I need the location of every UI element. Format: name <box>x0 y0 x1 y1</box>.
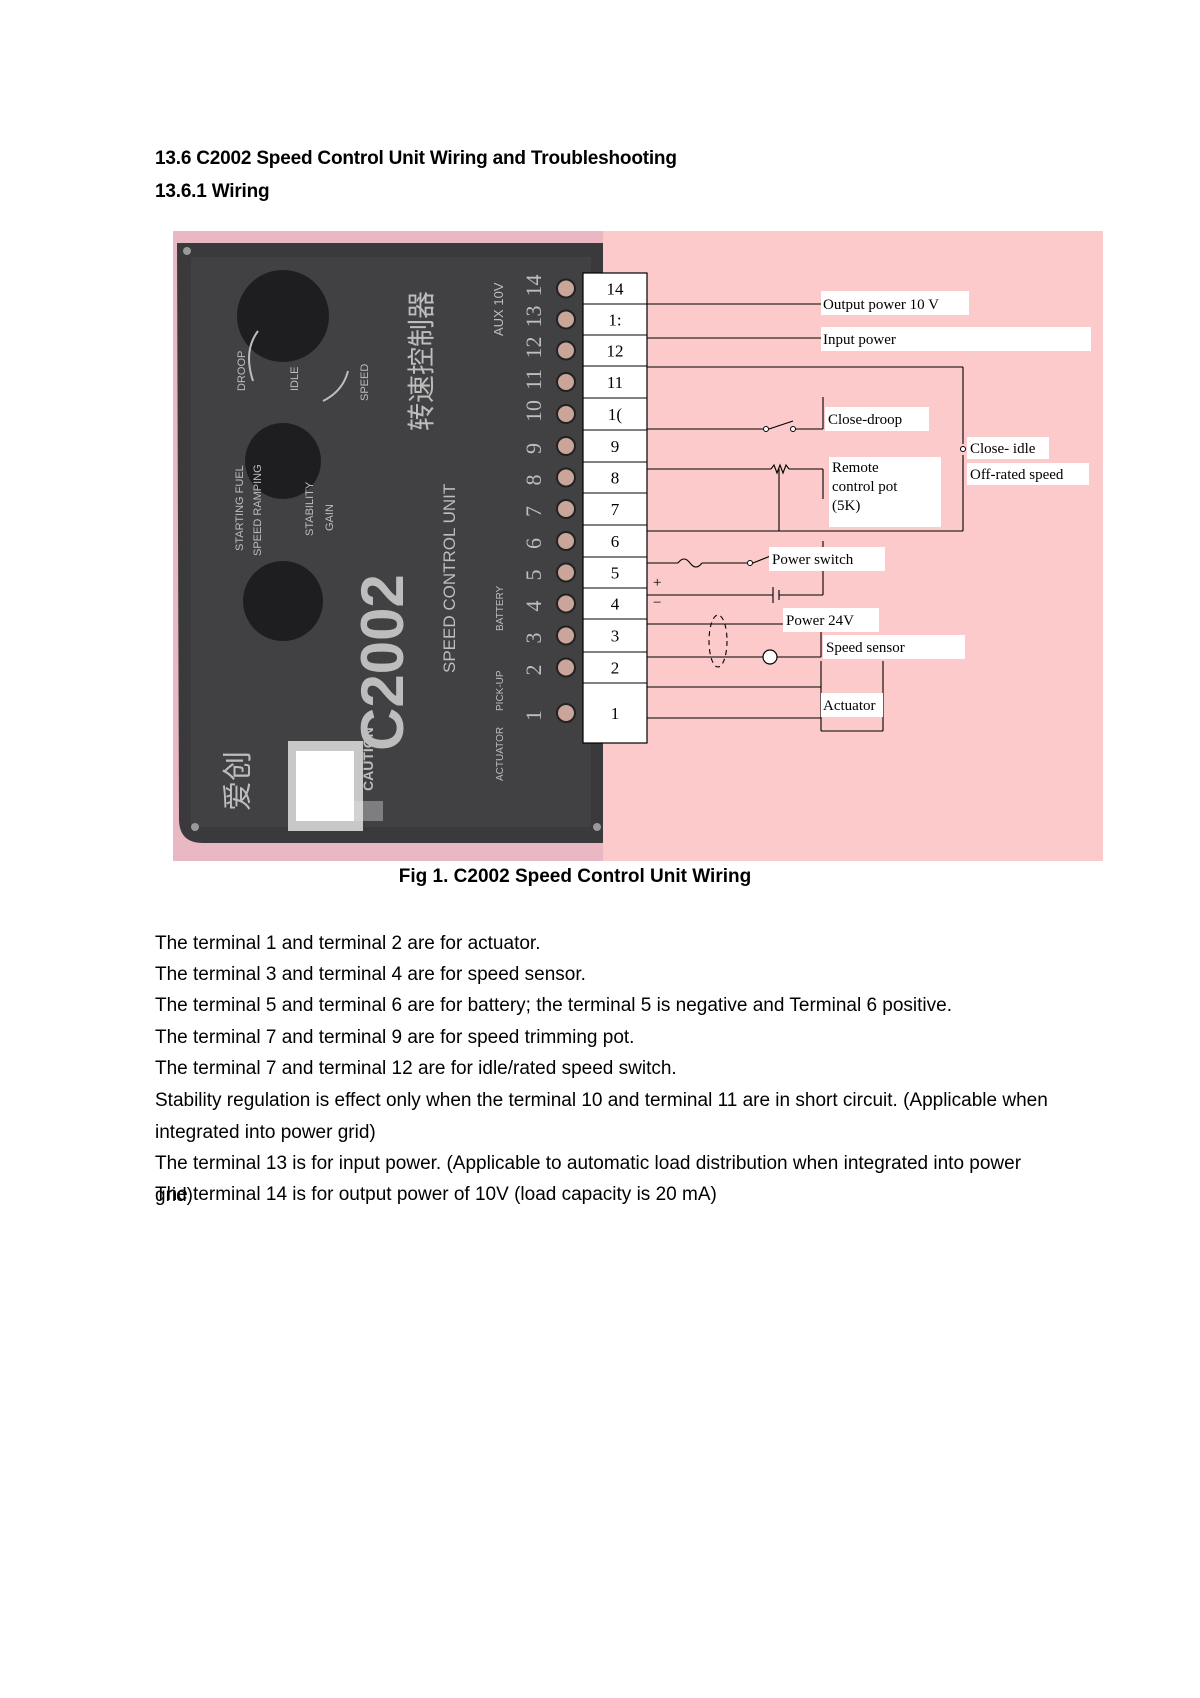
knob-label-speed-ramping: SPEED RAMPING <box>252 464 264 556</box>
device-terminal-number: 9 <box>521 443 546 454</box>
terminal-block: 14 1: 12 11 1( 9 8 7 6 5 4 3 2 1 <box>582 272 648 744</box>
terminal-screw <box>556 278 576 299</box>
paragraph: The terminal 3 and terminal 4 are for sp… <box>155 964 586 985</box>
paragraph: The terminal 14 is for output power of 1… <box>155 1184 717 1205</box>
power-switch-icon <box>747 560 753 566</box>
terminal-9-label: 9 <box>611 437 620 456</box>
terminal-screws <box>556 278 576 723</box>
terminal-11-label: 11 <box>607 373 623 392</box>
terminal-screw <box>556 593 576 614</box>
device-terminal-numbers: 14 13 12 11 10 9 8 7 6 5 4 3 2 1 <box>521 275 546 722</box>
terminal-3-label: 3 <box>611 627 620 646</box>
actuator-group-label: ACTUATOR <box>495 727 506 781</box>
device-terminal-number: 8 <box>521 475 546 486</box>
subsection-heading: 13.6.1 Wiring <box>155 181 270 202</box>
terminal-12-label: 12 <box>607 342 624 361</box>
terminal-screw <box>556 404 576 424</box>
terminal-7-label: 7 <box>611 500 620 519</box>
terminal-screw <box>556 372 576 392</box>
terminal-screw <box>556 309 576 330</box>
device-chinese-name: 转速控制器 <box>406 291 437 431</box>
speed-sensor-icon <box>762 649 778 665</box>
section-heading: 13.6 C2002 Speed Control Unit Wiring and… <box>155 148 677 169</box>
terminal-1-label: 1 <box>611 704 620 723</box>
droop-knob <box>237 270 329 362</box>
paragraph: The terminal 7 and terminal 9 are for sp… <box>155 1027 635 1048</box>
device-terminal-number: 13 <box>521 306 546 328</box>
knob-label-droop: DROOP <box>236 351 248 391</box>
device-terminal-number: 12 <box>521 337 546 359</box>
label-off-rated-speed: Off-rated speed <box>970 467 1064 483</box>
wiring-lines <box>647 303 964 732</box>
label-power-24v: Power 24V <box>786 613 854 629</box>
label-remote-pot-1: Remote <box>832 460 879 476</box>
caution-label: CAUTION <box>360 727 376 791</box>
ramping-knob <box>243 561 323 641</box>
label-input-power: Input power <box>823 332 896 348</box>
terminal-4-label: 4 <box>611 595 620 614</box>
label-remote-pot-3: (5K) <box>832 498 860 514</box>
device-terminal-number: 7 <box>521 506 546 517</box>
device-terminal-number: 10 <box>521 400 546 422</box>
device-model: C2002 <box>349 574 416 751</box>
terminal-14-label: 14 <box>607 280 625 299</box>
paragraph: Stability regulation is effect only when… <box>155 1090 1048 1143</box>
wiring-figure: C2002 转速控制器 SPEED CONTROL UNIT DROOP IDL… <box>173 231 1103 861</box>
device-english-name: SPEED CONTROL UNIT <box>440 484 459 673</box>
terminal-8-label: 8 <box>611 469 620 488</box>
terminal-13-label: 1: <box>608 311 621 330</box>
device-photo: C2002 转速控制器 SPEED CONTROL UNIT DROOP IDL… <box>173 231 603 861</box>
terminal-6-label: 6 <box>611 532 620 551</box>
terminal-screw <box>556 499 576 519</box>
terminal-screw <box>556 625 576 646</box>
terminal-screw <box>556 467 576 488</box>
label-speed-sensor: Speed sensor <box>826 640 905 656</box>
knob-label-gain: GAIN <box>324 504 336 531</box>
terminal-screw <box>556 703 576 723</box>
knob-label-speed: SPEED <box>359 364 371 401</box>
terminal-screw <box>556 657 576 678</box>
device-terminal-number: 2 <box>521 665 546 676</box>
gain-knob <box>245 423 321 499</box>
knob-label-starting-fuel: STARTING FUEL <box>234 465 246 551</box>
aux-label: AUX 10V <box>491 282 506 336</box>
device-terminal-number: 5 <box>521 570 546 581</box>
label-minus: − <box>653 595 661 611</box>
label-output-power: Output power 10 V <box>823 297 939 313</box>
droop-switch-icon <box>763 426 769 432</box>
device-terminal-number: 14 <box>521 275 546 297</box>
terminal-5-label: 5 <box>611 564 620 583</box>
paragraph: The terminal 13 is for input power. (App… <box>155 1153 1022 1206</box>
brand-logo: 爱创 <box>222 751 255 811</box>
device-terminal-number: 4 <box>521 601 546 612</box>
label-power-switch: Power switch <box>772 552 854 568</box>
pickup-label: PICK-UP <box>495 670 506 711</box>
device-terminal-number: 11 <box>521 369 546 390</box>
terminal-2-label: 2 <box>611 659 620 678</box>
label-actuator: Actuator <box>823 698 875 714</box>
label-plus: + <box>653 575 661 591</box>
terminal-screw <box>556 436 576 456</box>
device-terminal-number: 3 <box>521 633 546 644</box>
terminal-screw <box>556 340 576 361</box>
terminal-10-label: 1( <box>608 405 623 424</box>
idle-switch-icon <box>960 446 966 452</box>
label-close-idle: Close- idle <box>970 441 1036 457</box>
battery-label: BATTERY <box>495 585 506 631</box>
label-remote-pot-2: control pot <box>832 479 898 495</box>
paragraph: The terminal 7 and terminal 12 are for i… <box>155 1058 677 1079</box>
device-terminal-number: 1 <box>521 710 546 721</box>
terminal-screw <box>556 562 576 583</box>
paragraph: The terminal 5 and terminal 6 are for ba… <box>155 995 952 1016</box>
label-close-droop: Close-droop <box>828 412 902 428</box>
knob-label-stability: STABILITY <box>304 481 316 536</box>
terminal-screw <box>556 531 576 551</box>
device-terminal-number: 6 <box>521 538 546 549</box>
figure-caption: Fig 1. C2002 Speed Control Unit Wiring <box>398 866 752 887</box>
knob-label-idle: IDLE <box>289 367 301 391</box>
paragraph: The terminal 1 and terminal 2 are for ac… <box>155 933 541 954</box>
